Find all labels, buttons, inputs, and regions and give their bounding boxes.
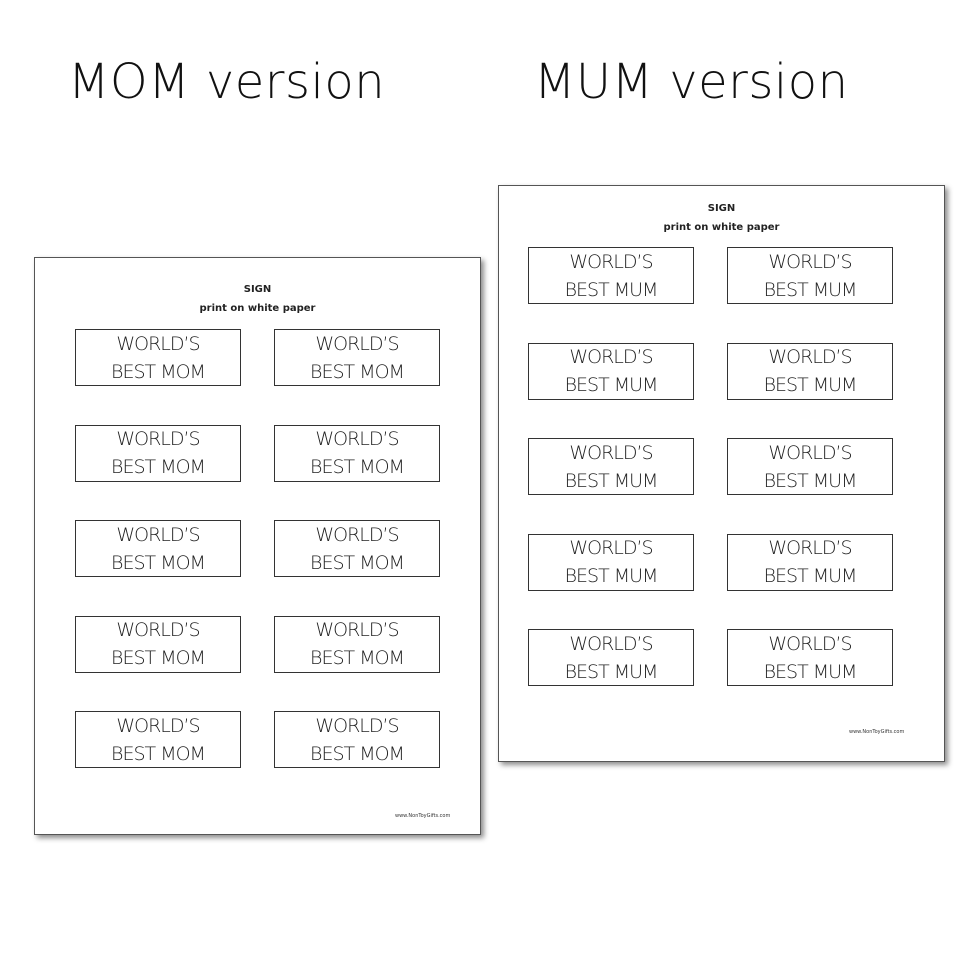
sign-text: WORLD’S BEST MOM bbox=[111, 523, 206, 574]
sign-text: WORLD’S BEST MUM bbox=[564, 346, 659, 396]
sign-text: WORLD’S BEST MUM bbox=[763, 632, 858, 683]
sign-text: WORLD’S BEST MUM bbox=[564, 250, 659, 301]
sign-text: WORLD’S BEST MOM bbox=[310, 523, 405, 574]
sign-card: WORLD’S BEST MOM bbox=[75, 520, 241, 577]
mum-sign-sheet: SIGN print on white paper WORLD’S BEST M… bbox=[498, 185, 945, 762]
sign-grid: WORLD’S BEST MOM WORLD’S BEST MOM WORLD’S … bbox=[75, 329, 440, 768]
sign-card: WORLD’S BEST MUM bbox=[727, 629, 893, 686]
sign-text: WORLD’S BEST MOM bbox=[111, 428, 206, 478]
sign-text: WORLD’S BEST MOM bbox=[310, 332, 405, 383]
sign-card: WORLD’S BEST MOM bbox=[274, 615, 440, 673]
sign-card: WORLD’S BEST MOM bbox=[274, 520, 440, 577]
sheet-footer-url: www.NonToyGifts.com bbox=[849, 729, 905, 735]
sign-card: WORLD’S BEST MUM bbox=[528, 247, 694, 304]
sign-card: WORLD’S BEST MUM bbox=[727, 438, 893, 495]
mum-version-caption: MUM version bbox=[534, 54, 849, 110]
sign-card: WORLD’S BEST MUM bbox=[727, 342, 893, 400]
sign-text: WORLD’S BEST MUM bbox=[763, 346, 858, 396]
sheet-title: SIGN bbox=[243, 284, 272, 295]
sign-text: WORLD’S BEST MUM bbox=[763, 250, 858, 301]
sign-text: WORLD’S BEST MOM bbox=[310, 714, 405, 765]
sheet-title: SIGN bbox=[707, 203, 736, 214]
sign-card: WORLD’S BEST MOM bbox=[75, 711, 241, 768]
sign-card: WORLD’S BEST MOM bbox=[274, 329, 440, 386]
sign-text: WORLD’S BEST MOM bbox=[111, 332, 206, 383]
sign-text: WORLD’S BEST MOM bbox=[310, 619, 405, 669]
sign-text: WORLD’S BEST MUM bbox=[564, 537, 659, 587]
sign-text: WORLD’S BEST MOM bbox=[111, 714, 206, 765]
sign-text: WORLD’S BEST MOM bbox=[111, 619, 206, 669]
sign-card: WORLD’S BEST MUM bbox=[528, 438, 694, 495]
sign-card: WORLD’S BEST MUM bbox=[528, 629, 694, 686]
sign-card: WORLD’S BEST MOM bbox=[75, 424, 241, 482]
sign-grid: WORLD’S BEST MUM WORLD’S BEST MUM WORLD’S … bbox=[528, 247, 893, 686]
sign-text: WORLD’S BEST MOM bbox=[310, 428, 405, 478]
sign-card: WORLD’S BEST MOM bbox=[274, 711, 440, 768]
sheet-subtitle: print on white paper bbox=[199, 303, 316, 314]
sign-card: WORLD’S BEST MUM bbox=[528, 342, 694, 400]
sign-text: WORLD’S BEST MUM bbox=[564, 632, 659, 683]
sign-card: WORLD’S BEST MOM bbox=[75, 615, 241, 673]
sign-card: WORLD’S BEST MOM bbox=[274, 424, 440, 482]
sheet-footer-url: www.NonToyGifts.com bbox=[395, 813, 451, 819]
mom-version-caption: MOM version bbox=[68, 54, 386, 110]
sign-text: WORLD’S BEST MUM bbox=[763, 537, 858, 587]
sign-card: WORLD’S BEST MOM bbox=[75, 329, 241, 386]
mom-sign-sheet: SIGN print on white paper WORLD’S BEST M… bbox=[34, 257, 481, 835]
sign-text: WORLD’S BEST MUM bbox=[763, 441, 858, 492]
sheet-subtitle: print on white paper bbox=[663, 222, 780, 233]
sign-card: WORLD’S BEST MUM bbox=[727, 533, 893, 591]
sign-text: WORLD’S BEST MUM bbox=[564, 441, 659, 492]
sign-card: WORLD’S BEST MUM bbox=[528, 533, 694, 591]
sign-card: WORLD’S BEST MUM bbox=[727, 247, 893, 304]
